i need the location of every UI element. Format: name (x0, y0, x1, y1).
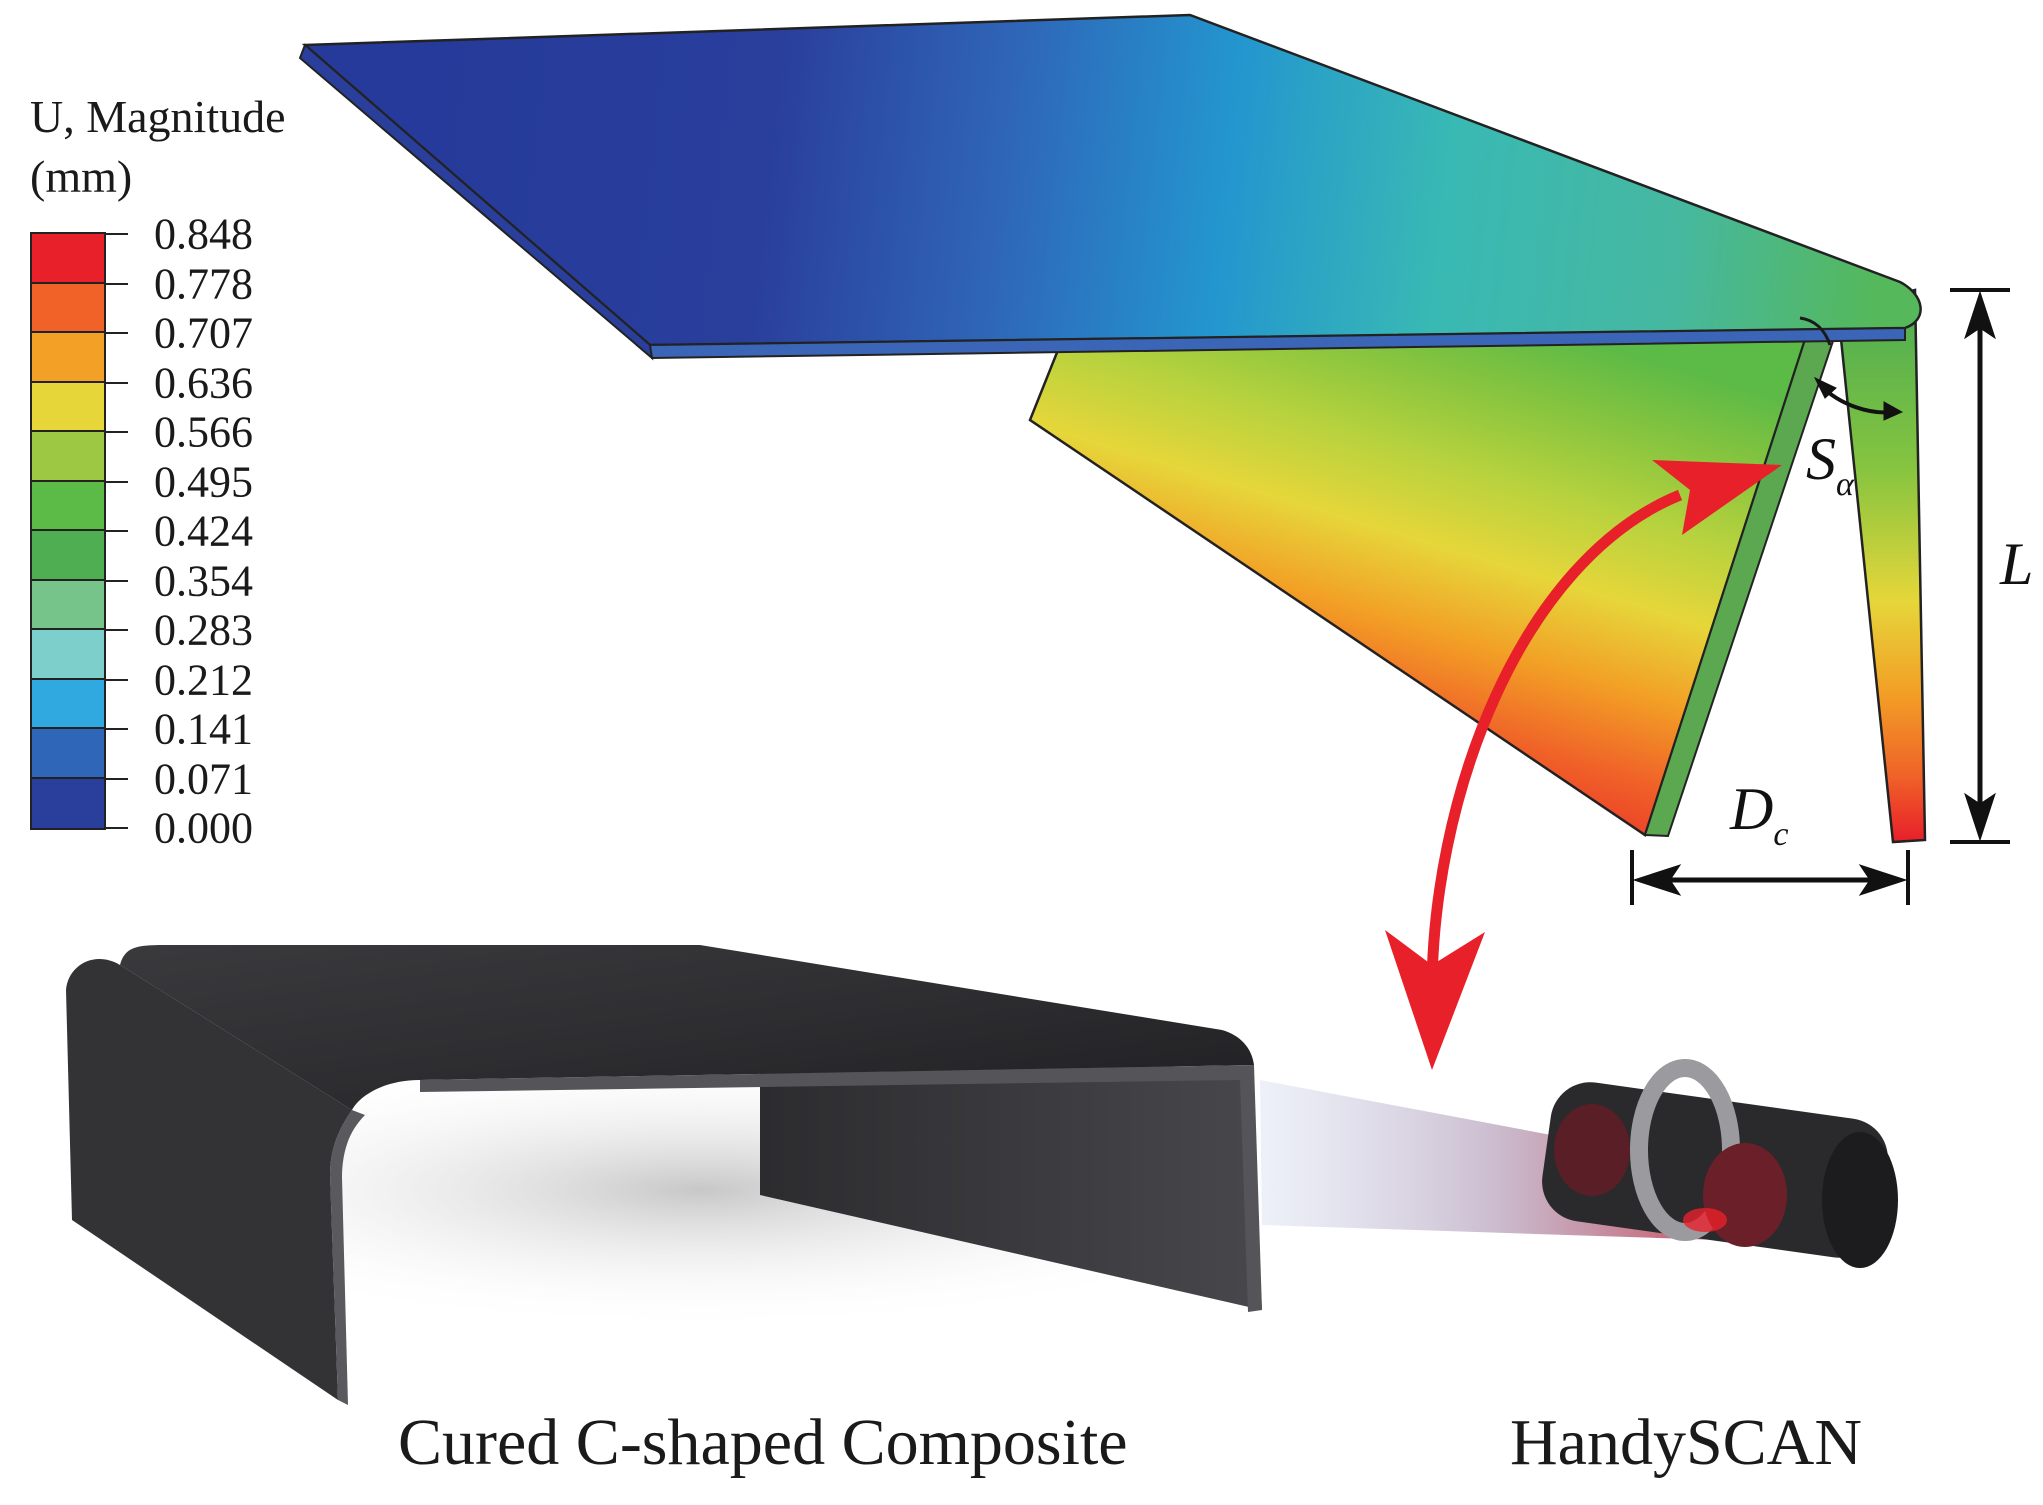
fem-flange-front-edge (648, 326, 1906, 360)
legend-tick (106, 629, 128, 631)
dimension-label-L: L (2000, 531, 2034, 597)
dim-Dc-arrow-left (1632, 864, 1682, 896)
legend-tick (106, 530, 128, 532)
legend-swatch (32, 679, 104, 729)
legend-value-label: 0.636 (154, 358, 253, 407)
caption-scanner: HandySCAN (1510, 1406, 1863, 1479)
legend-value-label: 0.848 (154, 209, 253, 259)
scanner-right-lens (1703, 1143, 1787, 1247)
legend-swatch (32, 778, 104, 828)
caption-composite: Cured C-shaped Composite (398, 1406, 1128, 1479)
legend-tick (106, 579, 128, 582)
legend-tick (106, 431, 128, 433)
legend-title: U, Magnitude (30, 91, 286, 142)
dim-L-arrow-bottom (1964, 792, 1996, 842)
dimension-label-S-alpha-sub: α (1836, 466, 1854, 503)
legend-tick (106, 381, 128, 384)
scanner-laser-glow (1683, 1208, 1727, 1232)
fem-back-web (1836, 288, 1927, 844)
composite-top-flange (120, 945, 1254, 1110)
legend-tick (106, 332, 128, 334)
composite-near-web-edge (330, 1110, 365, 1405)
composite-profile-rim (420, 1065, 1262, 1312)
fem-corner-fillet (1799, 316, 1832, 346)
legend-unit: (mm) (30, 151, 133, 202)
dimension-annotations (1630, 288, 2010, 905)
legend-value-label: 0.495 (154, 457, 253, 506)
legend-value-label: 0.707 (154, 308, 253, 358)
comparison-arrow-curve (1426, 489, 1683, 1001)
legend-swatch (32, 481, 104, 531)
legend-tick (106, 678, 128, 681)
composite-near-web (66, 959, 352, 1400)
comparison-arrow-head-bottom (1385, 930, 1485, 1070)
legend-value-label: 0.071 (154, 754, 253, 803)
legend-swatch (32, 333, 104, 383)
legend-swatch (32, 234, 104, 284)
fem-top-flange (301, 13, 1922, 347)
legend-tick (106, 282, 128, 285)
legend-value-label: 0.141 (154, 704, 253, 754)
legend-value-label: 0.566 (154, 407, 253, 457)
scanner-cap (1822, 1132, 1898, 1268)
legend-value-label: 0.000 (154, 803, 253, 853)
legend-value-label: 0.778 (154, 259, 253, 308)
legend-value-label: 0.424 (154, 506, 253, 556)
dimension-label-D-c-sub: c (1773, 816, 1789, 853)
legend-value-label: 0.354 (154, 556, 253, 605)
legend-tick (106, 233, 128, 235)
legend-swatch (32, 729, 104, 779)
comparison-arrow-head-top (1652, 460, 1782, 535)
legend-tick (106, 777, 128, 780)
dim-Dc-arrow-right (1858, 864, 1908, 896)
composite-far-web (760, 1050, 1262, 1310)
legend-tick (106, 827, 128, 829)
comparison-arrow (1385, 460, 1782, 1070)
legend-swatch (32, 580, 104, 630)
legend-swatch (32, 283, 104, 333)
legend-swatch (32, 382, 104, 432)
legend-tick (106, 480, 128, 483)
legend-swatch (32, 531, 104, 581)
legend-value-label: 0.212 (154, 655, 253, 704)
dimension-label-D-c: Dc (1730, 775, 1788, 854)
legend-value-label: 0.283 (154, 605, 253, 655)
legend-swatch (32, 630, 104, 680)
dimension-label-D-c-main: D (1730, 776, 1774, 842)
scanner-left-lens (1554, 1104, 1630, 1196)
legend-swatch (32, 432, 104, 482)
legend-color-bar (30, 232, 106, 830)
cured-composite (66, 945, 1320, 1405)
dimension-label-S-alpha-main: S (1806, 426, 1836, 492)
dim-Sa-arrow-a (1813, 376, 1837, 399)
legend-tick (106, 728, 128, 730)
dimension-label-S-alpha: Sα (1806, 425, 1854, 504)
fem-model (298, 13, 1927, 844)
dim-L-arrow-top (1964, 290, 1996, 340)
dim-Sa-arrow-b (1883, 401, 1904, 421)
handyscan-device (1542, 1059, 1898, 1268)
